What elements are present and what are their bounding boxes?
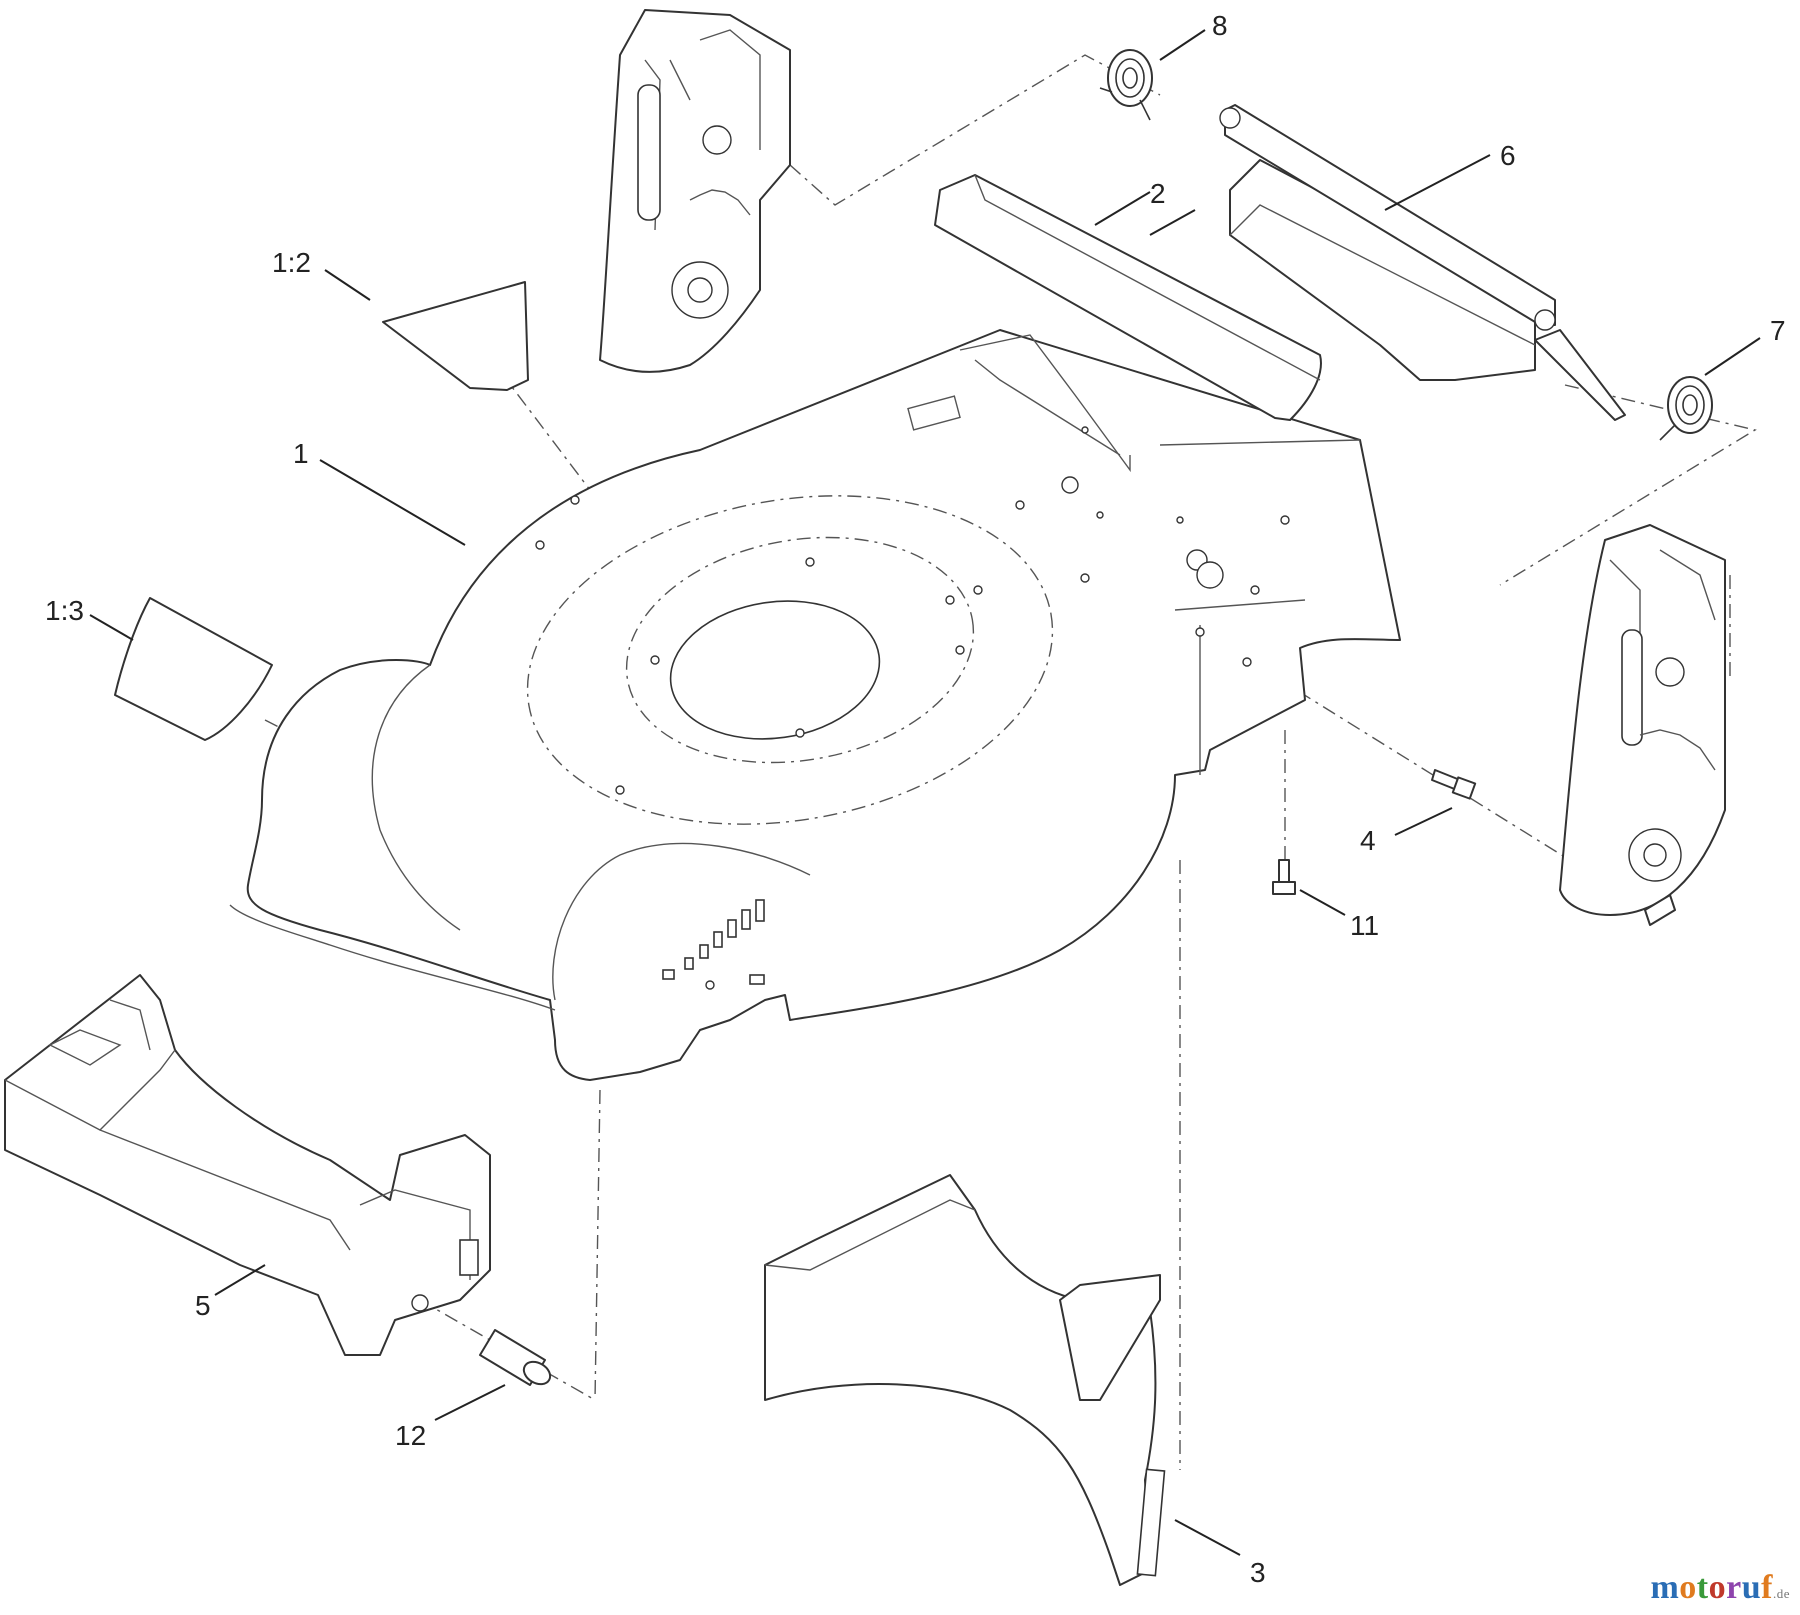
spring-left bbox=[1099, 49, 1153, 121]
baffle-bar bbox=[934, 174, 1322, 421]
spring-right bbox=[1659, 376, 1713, 441]
front-axle-bracket bbox=[4, 974, 491, 1356]
callout-3: 3 bbox=[1250, 1557, 1266, 1588]
callout-12: 12 bbox=[395, 1420, 426, 1451]
watermark-text: motoruf bbox=[1650, 1569, 1773, 1606]
deck-housing bbox=[229, 329, 1401, 1081]
height-adjuster-right bbox=[1559, 524, 1726, 926]
discharge-chute bbox=[764, 1174, 1166, 1586]
decal-1-3 bbox=[114, 597, 273, 741]
rear-flap bbox=[1219, 104, 1626, 421]
deck-holes bbox=[535, 426, 1290, 990]
callout-labels: 8 2 6 7 1:2 1 1:3 4 11 5 12 3 bbox=[45, 10, 1786, 1588]
callout-4: 4 bbox=[1360, 825, 1376, 856]
callout-8: 8 bbox=[1212, 10, 1228, 41]
watermark-logo: motoruf.de bbox=[1650, 1569, 1790, 1607]
callout-11: 11 bbox=[1350, 910, 1379, 941]
callout-1-2: 1:2 bbox=[272, 247, 311, 278]
callout-1-3: 1:3 bbox=[45, 595, 84, 626]
decal-1-2 bbox=[382, 281, 529, 391]
callout-6: 6 bbox=[1500, 140, 1516, 171]
callout-5: 5 bbox=[195, 1290, 211, 1321]
callout-1: 1 bbox=[293, 438, 309, 469]
watermark-suffix: .de bbox=[1772, 1586, 1790, 1601]
bolt-4 bbox=[1431, 769, 1477, 800]
callout-2: 2 bbox=[1150, 178, 1166, 209]
callout-7: 7 bbox=[1770, 315, 1786, 346]
bolt-11 bbox=[1272, 859, 1296, 895]
spacer-12 bbox=[479, 1329, 552, 1386]
height-adjuster-left bbox=[599, 9, 791, 373]
deck-vents bbox=[662, 899, 765, 985]
leader-lines bbox=[89, 29, 1761, 1556]
